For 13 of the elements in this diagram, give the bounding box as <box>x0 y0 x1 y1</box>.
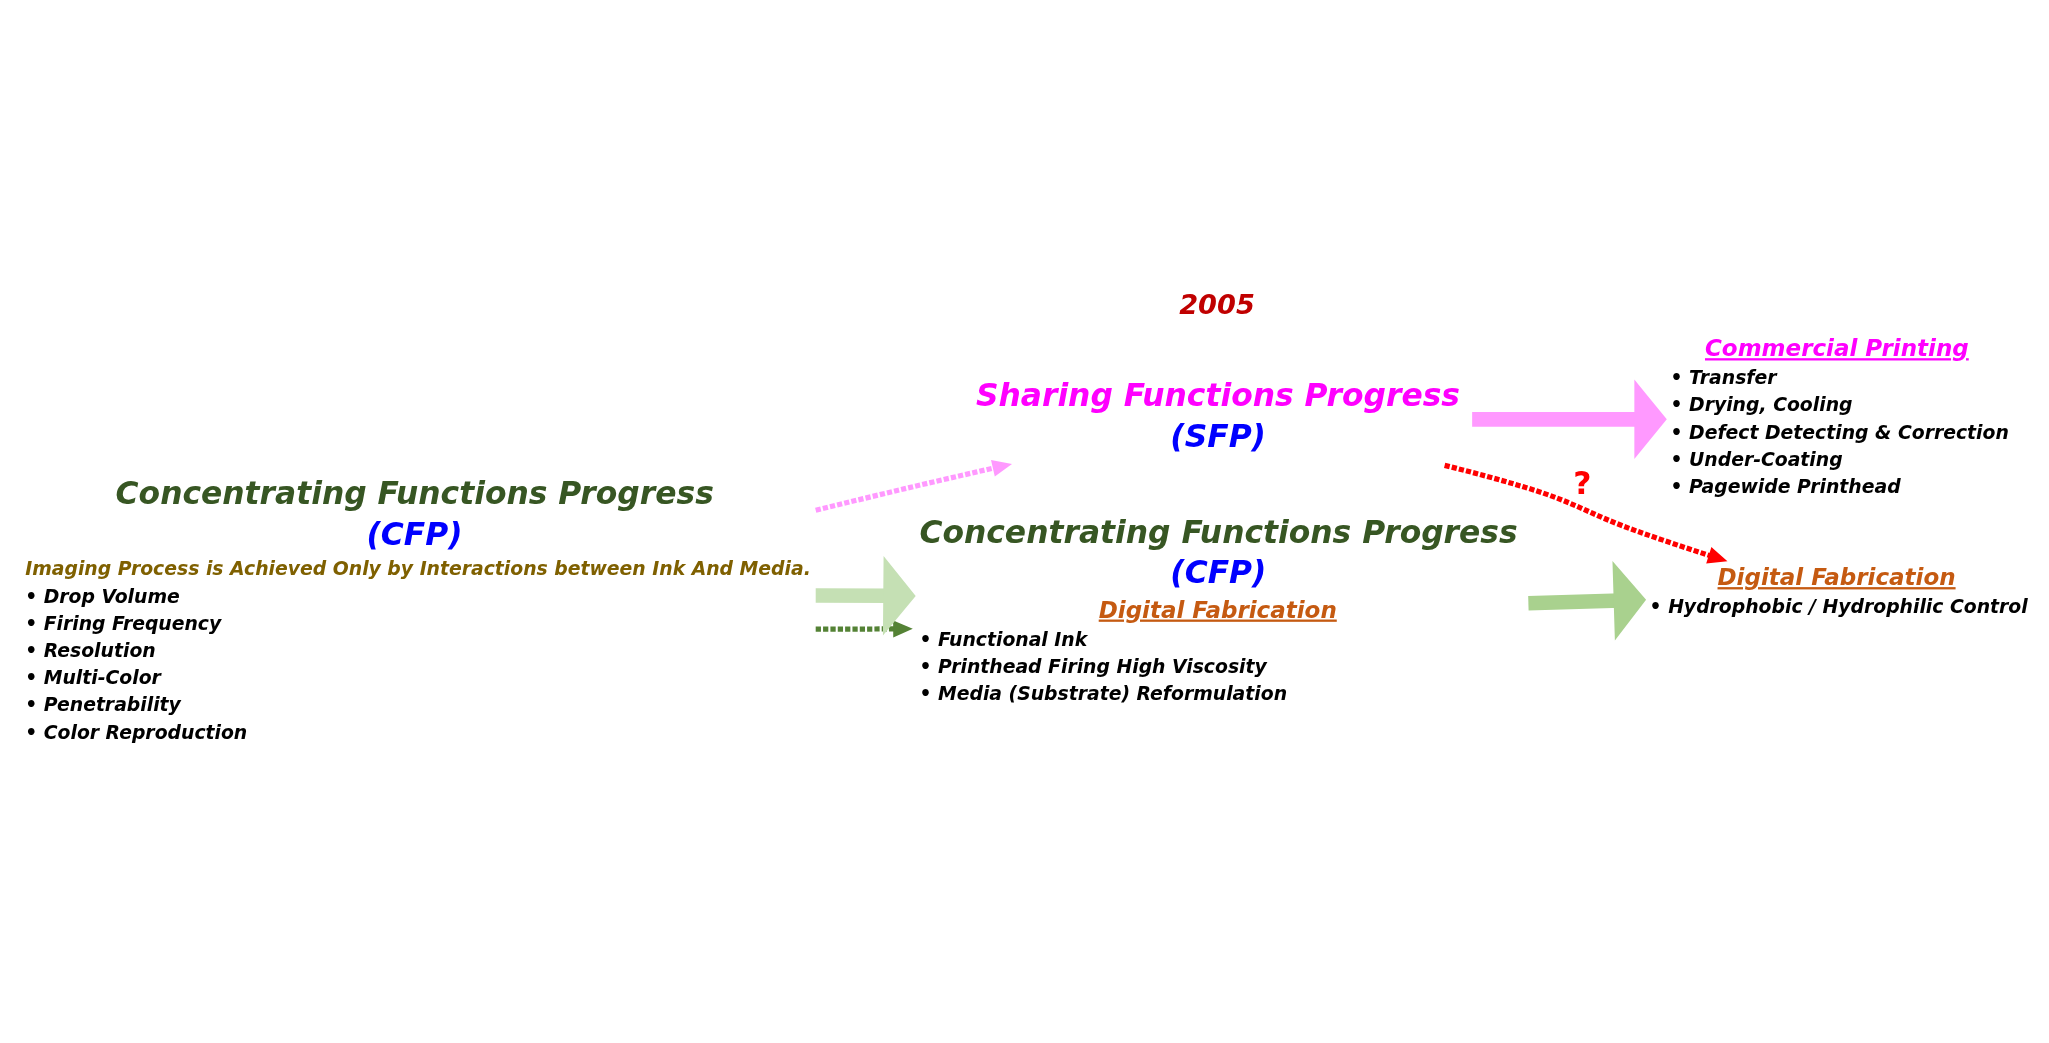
edge-label: ? <box>1573 464 1592 501</box>
node-text: Concentrating Functions Progress (CFP) Imaging Process is Achieved Only by Interactions between Ink And Media. • Drop Volume • Firing Frequency • Resolution • Multi-Color • Penetrability • Color Reproduction <box>25 474 811 743</box>
node-text: Commercial Printing • Transfer • Drying, Cooling • Defect Detecting & Correction • Under-Coating • Pagewide Printhead <box>1670 335 2009 497</box>
label: 2005 <box>1179 289 1255 321</box>
arrow <box>815 555 916 636</box>
arrow <box>1444 462 1728 564</box>
arrow <box>1472 379 1667 460</box>
arrow <box>815 620 913 638</box>
node-text: Concentrating Functions Progress (CFP) Digital Fabrication • Functional Ink • Printhead Firing High Viscosity • Media (Substrate) Reformulation <box>919 513 1518 704</box>
node-text: Sharing Functions Progress (SFP) <box>975 376 1461 454</box>
arrow <box>1528 560 1647 641</box>
arrow <box>815 459 1012 513</box>
node-text: Digital Fabrication • Hydrophobic / Hydrophilic Control <box>1649 564 2028 618</box>
